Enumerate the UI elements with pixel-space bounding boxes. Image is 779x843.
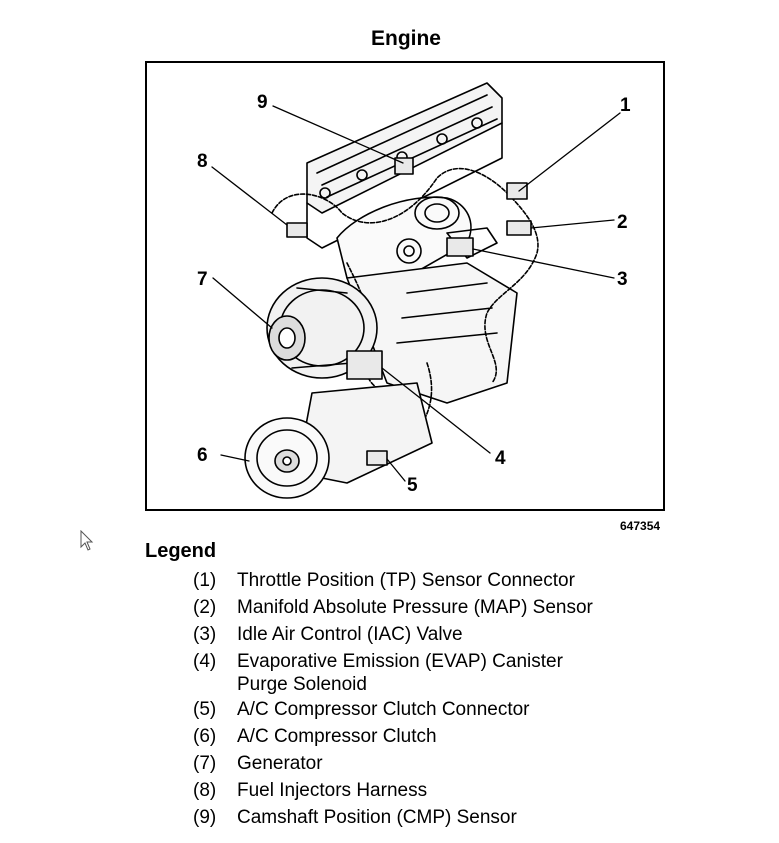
callout-3: 3	[617, 269, 628, 290]
callout-7: 7	[197, 269, 208, 290]
leader-lines	[211, 105, 621, 482]
legend-item: (4) Evaporative Emission (EVAP) Canister …	[193, 648, 593, 696]
callout-4: 4	[495, 448, 506, 469]
legend-item-number: (8)	[193, 780, 217, 801]
legend-item-text: Evaporative Emission (EVAP) Canister Pur…	[237, 651, 563, 695]
legend-title: Legend	[145, 540, 217, 562]
legend-item: (7) Generator	[193, 750, 593, 777]
diagram-title: Engine	[370, 27, 441, 50]
callout-9: 9	[257, 92, 268, 113]
legend-item: (2) Manifold Absolute Pressure (MAP) Sens…	[193, 594, 593, 621]
callout-8: 8	[197, 151, 208, 172]
ac-compressor	[244, 382, 433, 499]
evap-solenoid	[346, 350, 383, 380]
map-sensor	[506, 220, 532, 236]
callout-1: 1	[620, 95, 631, 116]
legend-item-number: (5)	[193, 699, 217, 720]
legend-item-number: (6)	[193, 726, 217, 747]
mouse-pointer-icon	[80, 530, 94, 551]
legend-item-number: (9)	[193, 807, 217, 828]
legend-item: (8) Fuel Injectors Harness	[193, 777, 593, 804]
legend-item: (5) A/C Compressor Clutch Connector	[193, 696, 593, 723]
callout-2: 2	[617, 212, 628, 233]
legend-item-text: A/C Compressor Clutch Connector	[237, 699, 530, 720]
legend-item-text: Camshaft Position (CMP) Sensor	[237, 807, 517, 828]
figure-id: 647354	[620, 519, 661, 533]
engine-drawing: 1 2 3 4 5 6 7 8 9	[197, 82, 631, 499]
callout-5: 5	[407, 475, 418, 496]
legend-item-number: (1)	[193, 570, 217, 591]
engine-block	[346, 262, 518, 404]
legend-item-text: Generator	[237, 753, 323, 774]
ac-clutch-connector	[366, 450, 388, 466]
engine-illustration: 1 2 3 4 5 6 7 8 9	[145, 61, 665, 511]
legend-item: (6) A/C Compressor Clutch	[193, 723, 593, 750]
legend-item-number: (4)	[193, 651, 217, 672]
callout-6: 6	[197, 445, 208, 466]
legend-item: (9) Camshaft Position (CMP) Sensor	[193, 804, 593, 831]
tp-sensor-connector	[506, 182, 528, 200]
injector-harness-connector	[286, 222, 308, 238]
legend-list: (1) Throttle Position (TP) Sensor Connect…	[193, 567, 593, 831]
legend-item-number: (2)	[193, 597, 217, 618]
legend-item: (1) Throttle Position (TP) Sensor Connect…	[193, 567, 593, 594]
legend-item-text: A/C Compressor Clutch	[237, 726, 437, 747]
legend-item-text: Manifold Absolute Pressure (MAP) Sensor	[237, 597, 593, 618]
legend-item-text: Throttle Position (TP) Sensor Connector	[237, 570, 575, 591]
legend-item-text: Idle Air Control (IAC) Valve	[237, 624, 463, 645]
legend-item-text: Fuel Injectors Harness	[237, 780, 428, 801]
legend-item-number: (7)	[193, 753, 217, 774]
legend-item: (3) Idle Air Control (IAC) Valve	[193, 621, 593, 648]
iac-valve	[446, 237, 474, 257]
legend-item-number: (3)	[193, 624, 217, 645]
